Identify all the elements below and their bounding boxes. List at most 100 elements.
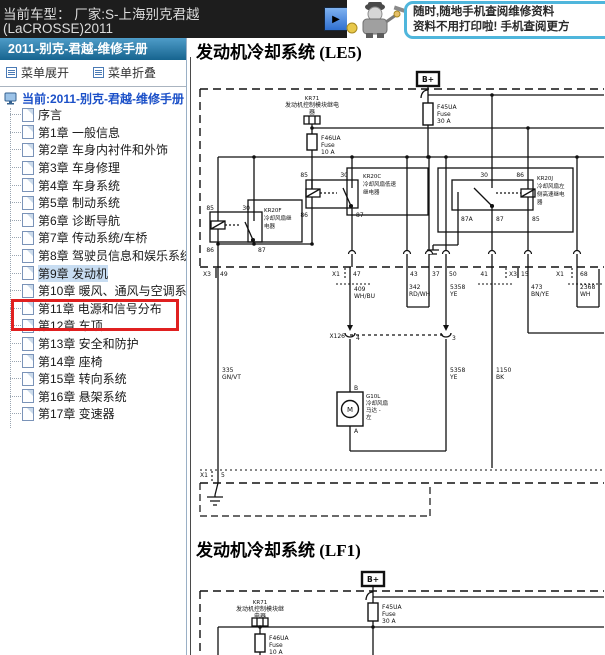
- divider: [0, 86, 186, 87]
- sidebar-item-ch3[interactable]: 第3章 车身修理: [0, 159, 186, 177]
- sidebar-item-label: 第2章 车身内衬件和外饰: [38, 143, 169, 158]
- menu-expand-label: 菜单展开: [21, 66, 70, 80]
- promo-banner[interactable]: 随时,随地手机查阅维修资料 资料不用打印啦! 手机查阅更方: [404, 1, 605, 39]
- menu-expand-button[interactable]: 菜单展开: [6, 64, 69, 81]
- sidebar-item-ch1[interactable]: 第1章 一般信息: [0, 124, 186, 142]
- fuse-f46-rating: 10 A: [269, 649, 284, 655]
- sidebar-item-ch16[interactable]: 第16章 悬架系统: [0, 388, 186, 406]
- sidebar-item-ch9-engine-selected[interactable]: 第9章 发动机: [0, 264, 186, 282]
- connector-label: X3: [203, 271, 211, 278]
- pin-label: 30: [242, 205, 250, 212]
- sidebar-item-ch4[interactable]: 第4章 车身系统: [0, 176, 186, 194]
- connector-pin: 37: [432, 271, 440, 278]
- tree-stub: [10, 413, 21, 415]
- connector-label: X3: [509, 271, 517, 278]
- sidebar-item-preface[interactable]: 序言: [0, 106, 186, 124]
- wire-label-335: 335: [222, 367, 234, 374]
- motor-pin: B: [354, 385, 358, 392]
- pin-label: 85: [532, 216, 540, 223]
- sidebar-item-ch14[interactable]: 第14章 座椅: [0, 352, 186, 370]
- computer-icon: [4, 92, 17, 104]
- pin-label: 87A: [461, 216, 474, 223]
- sidebar-item-ch10[interactable]: 第10章 暖风、通风与空调系统: [0, 282, 186, 300]
- le5-dashed-borders: [199, 88, 604, 517]
- relay-kr20c-symbol: [305, 167, 429, 216]
- kr20j-id: KR20J: [537, 176, 553, 182]
- wire-color-2368: WH: [580, 291, 590, 298]
- fuse-f46-type: Fuse: [269, 642, 283, 649]
- pin-label: 87: [496, 216, 504, 223]
- fuse-f45-rating: 30 A: [437, 118, 452, 125]
- sidebar-item-label: 第16章 悬架系统: [38, 389, 127, 404]
- tree-root-label: 当前:2011-别克-君越-维修手册: [22, 91, 185, 106]
- document-icon: [22, 195, 34, 210]
- connector-label: X1: [332, 271, 340, 278]
- sidebar-item-ch13[interactable]: 第13章 安全和防护: [0, 335, 186, 353]
- connector-pin: 41: [480, 271, 488, 278]
- sidebar-item-ch2[interactable]: 第2章 车身内衬件和外饰: [0, 141, 186, 159]
- wire-color-1150: BK: [496, 374, 505, 381]
- connector-pin: 43: [410, 271, 418, 278]
- promo-line2: 资料不用打印啦! 手机查阅更方: [413, 21, 570, 33]
- sidebar-item-label: 第5章 制动系统: [38, 196, 121, 211]
- wire-label-5358: 5358: [450, 284, 465, 291]
- pin-label: 86: [206, 247, 214, 254]
- pin-label: 85: [206, 205, 214, 212]
- tree-stub: [10, 167, 21, 169]
- connector-pin: 68: [580, 271, 588, 278]
- fuse-f46-type: Fuse: [321, 142, 335, 149]
- menu-list-icon: [6, 67, 17, 78]
- tree-stub: [10, 149, 21, 151]
- connector-pin: 5: [221, 472, 225, 479]
- wire-color-409: WH/BU: [354, 293, 375, 300]
- sidebar-item-ch6[interactable]: 第6章 诊断导航: [0, 212, 186, 230]
- fuse-f46-rating: 10 A: [321, 149, 336, 156]
- battery-feed-label: B+: [422, 75, 434, 84]
- sidebar-item-ch11[interactable]: 第11章 电源和信号分布: [0, 300, 186, 318]
- motor-symbol-letter: M: [347, 406, 353, 414]
- document-icon: [22, 178, 34, 193]
- promo-line1: 随时,随地手机查阅维修资料: [413, 6, 555, 18]
- tree-stub: [10, 237, 21, 239]
- collapse-panel-button[interactable]: ▶: [324, 7, 347, 31]
- sidebar-item-ch15[interactable]: 第15章 转向系统: [0, 370, 186, 388]
- le5-labels: KR71 发动机控制模块继电 器 F45UA Fuse 30 A F46UA F…: [200, 96, 595, 479]
- sidebar-item-label: 第11章 电源和信号分布: [38, 301, 162, 316]
- kr71-name: 电器: [254, 612, 266, 620]
- tree-root-node[interactable]: 当前:2011-别克-君越-维修手册: [4, 90, 186, 106]
- relay-kr20j-symbol: [437, 167, 574, 233]
- fuse-f45-id: F45UA: [382, 604, 402, 611]
- sidebar: 2011-别克-君越-维修手册 菜单展开 菜单折叠 当前:2011-别克-君越-…: [0, 38, 187, 655]
- fuse-f45-rating: 30 A: [382, 618, 397, 625]
- sidebar-item-ch17[interactable]: 第17章 变速器: [0, 405, 186, 423]
- document-icon: [22, 142, 34, 157]
- sidebar-item-ch8[interactable]: 第8章 驾驶员信息和娱乐系统: [0, 247, 186, 265]
- relay-kr71-symbol: [251, 617, 269, 627]
- battery-feed-label: B+: [367, 575, 379, 584]
- wire-color-335: GN/VT: [222, 374, 241, 381]
- menu-collapse-button[interactable]: 菜单折叠: [93, 64, 156, 81]
- pin-label: 86: [300, 212, 308, 219]
- diagram-title-lf1: 发动机冷却系统 (LF1): [196, 541, 361, 560]
- current-model-year: (LaCROSSE)2011: [3, 21, 114, 36]
- wire-label-2368: 2368: [580, 284, 595, 291]
- kr20c-name: 继电器: [363, 188, 380, 196]
- sidebar-item-ch7[interactable]: 第7章 传动系统/车桥: [0, 229, 186, 247]
- sidebar-item-label: 第17章 变速器: [38, 407, 115, 422]
- wire-label-473: 473: [531, 284, 543, 291]
- menu-controls: 菜单展开 菜单折叠: [0, 60, 186, 86]
- pin-label: 86: [516, 172, 524, 179]
- tree-stub: [10, 378, 21, 380]
- sidebar-item-ch5[interactable]: 第5章 制动系统: [0, 194, 186, 212]
- wire-color-5358: YE: [449, 291, 458, 298]
- tree-stub: [10, 114, 21, 116]
- tree-stub: [10, 307, 21, 309]
- sidebar-item-ch12[interactable]: 第12章 车顶: [0, 317, 186, 335]
- document-icon: [22, 266, 34, 281]
- fuse-f46-id: F46UA: [321, 135, 341, 142]
- inline-connector-label: X126: [329, 333, 345, 340]
- kr71-name: 器: [309, 109, 315, 116]
- menu-list-icon: [93, 67, 104, 78]
- arrow-down-icon: [347, 325, 353, 331]
